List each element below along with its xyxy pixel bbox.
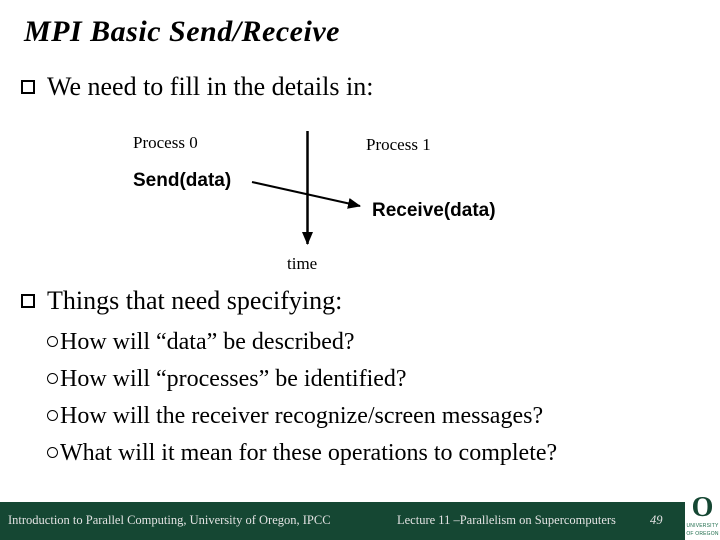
circle-bullet-icon: [47, 410, 58, 421]
sub-bullet-text: How will the receiver recognize/screen m…: [60, 403, 544, 429]
oregon-o-icon: O: [691, 492, 714, 523]
sub-bullet-processes: How will “processes” be identified?: [47, 364, 407, 394]
send-label: Send(data): [133, 170, 232, 191]
footer-bar: Introduction to Parallel Computing, Univ…: [0, 502, 685, 540]
logo-text-line1: UNIVERSITY: [686, 523, 719, 529]
process0-label: Process 0: [133, 133, 198, 152]
university-of-oregon-logo: O UNIVERSITY OF OREGON: [685, 494, 720, 540]
logo-text-line2: OF OREGON: [686, 530, 719, 537]
sub-bullet-complete: What will it mean for these operations t…: [47, 438, 557, 468]
square-bullet-icon: [21, 80, 35, 94]
bullet-text: Things that need specifying:: [47, 286, 343, 315]
send-receive-arrow: [251, 181, 361, 209]
footer-lecture-text: Lecture 11 –Parallelism on Supercomputer…: [397, 513, 616, 527]
circle-bullet-icon: [47, 336, 58, 347]
footer-course-text: Introduction to Parallel Computing, Univ…: [8, 513, 331, 527]
receive-label: Receive(data): [372, 200, 496, 221]
sub-bullet-data: How will “data” be described?: [47, 327, 355, 357]
sub-bullet-text: What will it mean for these operations t…: [60, 440, 558, 466]
circle-bullet-icon: [47, 447, 58, 458]
page-number: 49: [650, 513, 663, 527]
circle-bullet-icon: [47, 373, 58, 384]
bullet-item-details: We need to fill in the details in:: [21, 71, 373, 103]
sub-bullet-text: How will “processes” be identified?: [60, 366, 407, 392]
sub-bullet-text: How will “data” be described?: [60, 329, 355, 355]
bullet-item-specifying: Things that need specifying:: [21, 285, 342, 317]
square-bullet-icon: [21, 294, 35, 308]
process1-label: Process 1: [366, 135, 431, 154]
sub-bullet-recognize: How will the receiver recognize/screen m…: [47, 401, 543, 431]
bullet-text: We need to fill in the details in:: [47, 72, 374, 101]
time-label: time: [287, 254, 318, 273]
slide-title: MPI Basic Send/Receive: [24, 15, 340, 48]
